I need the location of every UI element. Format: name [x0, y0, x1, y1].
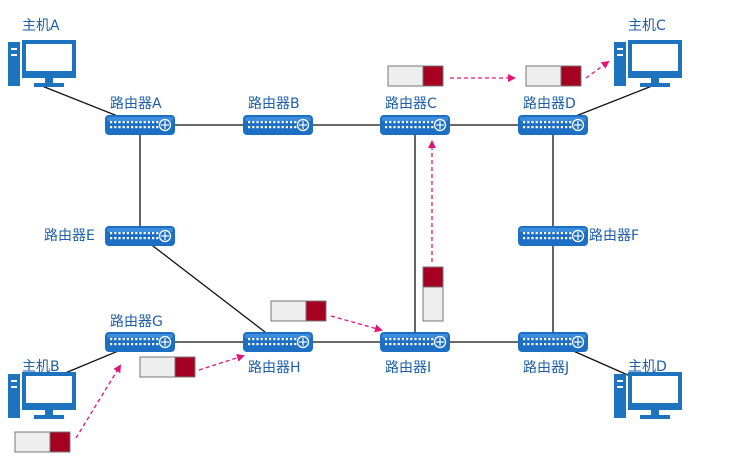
router-g-icon[interactable]: [105, 332, 175, 352]
host-c-icon[interactable]: [614, 40, 682, 87]
router-label-h: 路由器H: [248, 360, 301, 376]
router-j-icon[interactable]: [518, 332, 588, 352]
router-b-icon[interactable]: [243, 115, 313, 135]
router-e-icon[interactable]: [105, 226, 175, 246]
packet-icon-5: [387, 65, 444, 87]
router-label-b: 路由器B: [248, 96, 300, 112]
packet-icon-6: [525, 65, 582, 87]
router-i-icon[interactable]: [380, 332, 450, 352]
packet-icon-3: [270, 300, 327, 322]
router-label-d: 路由器D: [523, 96, 576, 112]
router-label-c: 路由器C: [385, 96, 437, 112]
packet-icon-1: [14, 431, 71, 453]
packet-path-arrows: [75, 60, 610, 439]
packet-path-arrow-2: [198, 354, 245, 371]
host-d-icon[interactable]: [614, 372, 682, 419]
router-c-icon[interactable]: [380, 115, 450, 135]
host-label-d: 主机D: [628, 359, 667, 375]
link-router-E-router-H: [139, 235, 279, 343]
packets-layer: [14, 65, 582, 453]
host-label-c: 主机C: [628, 18, 666, 34]
router-label-e: 路由器E: [44, 228, 95, 244]
router-label-j: 路由器J: [523, 360, 570, 376]
router-label-g: 路由器G: [110, 314, 163, 330]
host-a-icon[interactable]: [8, 40, 76, 87]
host-label-a: 主机A: [22, 18, 60, 34]
router-label-i: 路由器I: [385, 360, 432, 376]
packet-icon-4: [422, 266, 444, 322]
router-f-icon[interactable]: [518, 226, 588, 246]
router-label-f: 路由器F: [589, 228, 640, 244]
host-b-icon[interactable]: [8, 372, 76, 419]
router-label-a: 路由器A: [110, 96, 162, 112]
host-label-b: 主机B: [22, 359, 60, 375]
packet-path-arrow-6: [585, 60, 610, 79]
packet-path-arrow-3: [330, 315, 383, 333]
nodes-layer: [8, 40, 682, 419]
packet-path-arrow-1: [75, 364, 122, 439]
router-a-icon[interactable]: [105, 115, 175, 135]
router-h-icon[interactable]: [243, 332, 313, 352]
router-d-icon[interactable]: [518, 115, 588, 135]
packet-icon-2: [139, 356, 196, 378]
